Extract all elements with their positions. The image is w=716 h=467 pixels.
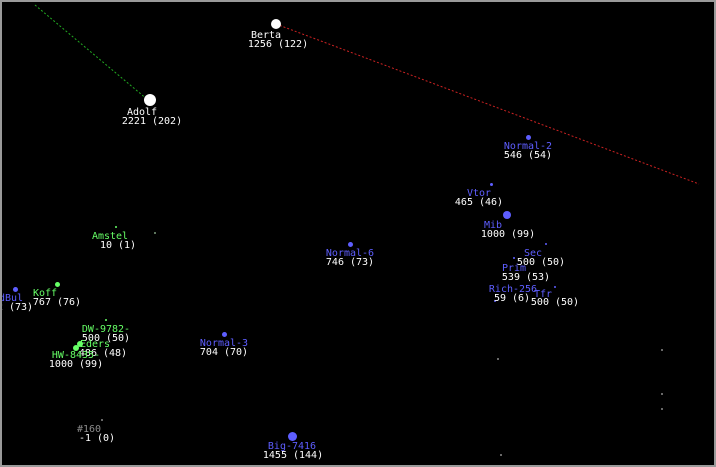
planet-stats: 500 (50) xyxy=(81,333,131,344)
planet-stats: 2221 (202) xyxy=(121,116,183,127)
planet-marker[interactable] xyxy=(287,431,297,441)
planet-name: Tfr xyxy=(533,289,553,300)
planet-marker[interactable] xyxy=(115,226,117,228)
planet-name: Koff xyxy=(32,288,58,299)
planet-stats: 486 (48) xyxy=(78,348,128,359)
planet-name: Normal-6 xyxy=(325,248,375,259)
planet-name: DW-9782- xyxy=(81,324,131,335)
planet-marker[interactable] xyxy=(503,211,511,219)
fleet-trail-green xyxy=(34,4,149,101)
fleet-trail-red xyxy=(275,23,700,185)
planet-name: Sec xyxy=(523,248,543,259)
planet-name: Normal-3 xyxy=(199,338,249,349)
planet-stats: 10 (1) xyxy=(99,240,137,251)
planet-marker[interactable] xyxy=(513,257,515,259)
planet-marker[interactable] xyxy=(525,134,531,140)
planet-marker[interactable] xyxy=(221,331,227,337)
planet-stats: 539 (53) xyxy=(501,272,551,283)
planet-marker[interactable] xyxy=(77,341,83,347)
planet-marker[interactable] xyxy=(73,345,79,351)
planet-stats: 500 (50) xyxy=(516,257,566,268)
minor-body-marker xyxy=(154,232,156,234)
planet-name: Adolf xyxy=(126,107,158,118)
planet-stats: 2 (73) xyxy=(0,302,34,313)
planet-name: Normal-2 xyxy=(503,141,553,152)
minor-body-marker xyxy=(661,393,663,395)
planet-stats: 1455 (144) xyxy=(262,450,324,461)
planet-marker[interactable] xyxy=(494,300,496,302)
planet-marker[interactable] xyxy=(144,94,156,106)
planet-stats: 704 (70) xyxy=(199,347,249,358)
planet-stats: 1000 (99) xyxy=(480,229,536,240)
planet-stats: 546 (54) xyxy=(503,150,553,161)
planet-stats: 1000 (99) xyxy=(48,359,104,370)
planet-stats: 1256 (122) xyxy=(247,39,309,50)
planet-marker[interactable] xyxy=(105,319,107,321)
planet-marker[interactable] xyxy=(54,281,60,287)
planet-name: Eders xyxy=(79,339,111,350)
planet-name: #160 xyxy=(76,424,102,435)
planet-marker[interactable] xyxy=(12,286,18,292)
minor-body-marker xyxy=(497,358,499,360)
planet-name: HW-8435- xyxy=(51,350,101,361)
planet-stats: 59 (6) xyxy=(493,293,531,304)
planet-stats: 500 (50) xyxy=(530,297,580,308)
minor-body-marker xyxy=(661,408,663,410)
minor-body-marker xyxy=(500,454,502,456)
planet-marker[interactable] xyxy=(545,243,547,245)
planet-stats: 767 (76) xyxy=(32,297,82,308)
planet-name: Big-7416 xyxy=(267,441,317,452)
planet-name: Vtor xyxy=(466,188,492,199)
planet-name: Mib xyxy=(483,220,503,231)
planet-marker[interactable] xyxy=(271,19,281,29)
planet-stats: -1 (0) xyxy=(78,433,116,444)
minor-body-marker xyxy=(661,349,663,351)
planet-name: Prim xyxy=(501,263,527,274)
planet-marker[interactable] xyxy=(101,419,103,421)
planet-name: Amstel xyxy=(91,231,129,242)
planet-stats: 465 (46) xyxy=(454,197,504,208)
planet-marker[interactable] xyxy=(554,286,556,288)
planet-marker[interactable] xyxy=(347,241,353,247)
planet-stats: 746 (73) xyxy=(325,257,375,268)
planet-name: Berta xyxy=(250,30,282,41)
planet-marker[interactable] xyxy=(489,182,493,186)
planet-name: Rich-256 xyxy=(488,284,538,295)
planet-name: dBul xyxy=(0,293,24,304)
